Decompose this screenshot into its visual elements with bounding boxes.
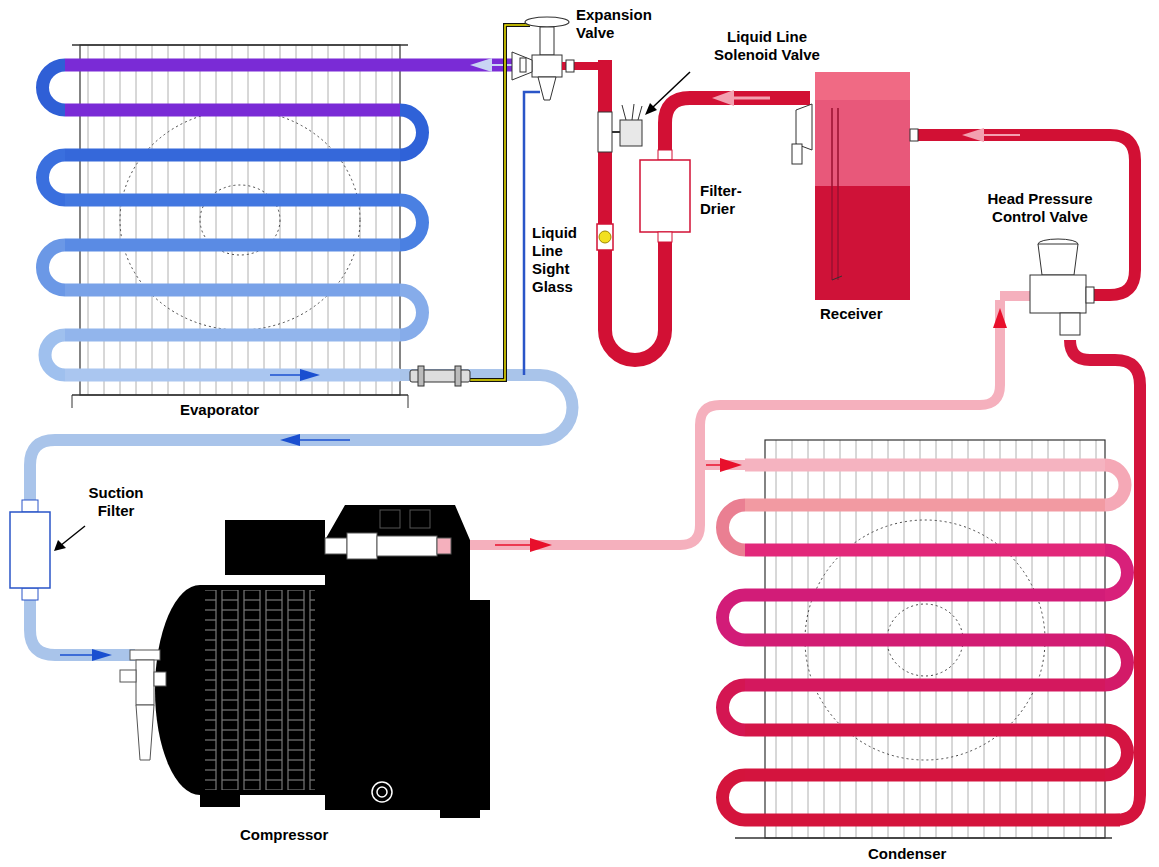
discharge-line [450, 300, 1000, 545]
capillary-tube [470, 25, 530, 380]
receiver-tank [792, 72, 910, 300]
component-label: Evaporator [180, 401, 259, 419]
component-label: Receiver [820, 305, 883, 323]
evaporator-frame [72, 45, 408, 408]
receiver-inlet-line [910, 135, 1135, 295]
filter-drier [640, 150, 690, 242]
condenser-outlet-line [1070, 340, 1140, 820]
solenoid-valve [598, 104, 642, 152]
component-label: Condenser [868, 845, 946, 863]
component-label: Suction Filter [78, 484, 154, 520]
leader-line [60, 526, 85, 546]
compressor [120, 505, 490, 818]
component-label: Expansion Valve [576, 6, 662, 42]
head-pressure-valve [1000, 239, 1094, 335]
sensing-bulb [410, 366, 470, 386]
component-label: Liquid Line Solenoid Valve [698, 28, 836, 64]
evaporator-coil [43, 65, 521, 375]
liquid-line [605, 60, 810, 360]
component-label: Filter-Drier [700, 182, 762, 218]
suction-filter [10, 500, 50, 600]
condenser-coil [723, 465, 1128, 820]
sight-glass [597, 224, 613, 250]
component-label: Liquid Line Sight Glass [532, 224, 592, 296]
leader-line [652, 72, 690, 108]
component-label: Compressor [240, 826, 328, 844]
component-label: Head Pressure Control Valve [970, 190, 1110, 226]
condenser-frame [735, 440, 1112, 838]
